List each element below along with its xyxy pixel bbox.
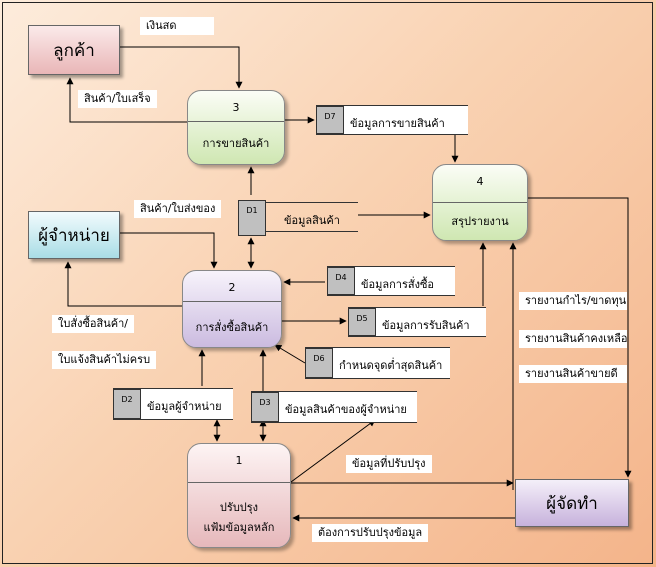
process-1[interactable]: 1 ปรับปรุง แฟ้มข้อมูลหลัก: [187, 443, 291, 548]
process-4-number: 4: [476, 175, 484, 188]
store-d1[interactable]: D1 ข้อมูลสินค้า: [238, 200, 358, 236]
process-3[interactable]: 3 การขายสินค้า: [187, 90, 285, 165]
label-goods-delivery: สินค้า/ใบส่งของ: [134, 200, 222, 218]
entity-supplier[interactable]: ผู้จำหน่าย: [28, 211, 120, 259]
process-2-name: การสั่งซื้อสินค้า: [195, 321, 269, 334]
process-4-divider: [433, 202, 527, 203]
entity-supplier-label: ผู้จำหน่าย: [38, 225, 110, 246]
label-order-line2: ใบแจ้งสินค้าไม่ครบ: [52, 351, 157, 369]
entity-producer[interactable]: ผู้จัดทำ: [515, 479, 629, 527]
store-d5[interactable]: D5 ข้อมูลการรับสินค้า: [348, 307, 486, 337]
store-d7-id: D7: [316, 106, 344, 134]
flow-cash: [120, 46, 243, 89]
store-d2[interactable]: D2 ข้อมูลผู้จำหน่าย: [113, 388, 233, 420]
label-report-profit: รายงานกำไร/ขาดทุน: [519, 292, 627, 310]
store-d7[interactable]: D7 ข้อมูลการขายสินค้า: [316, 105, 468, 135]
process-3-name: การขายสินค้า: [202, 137, 270, 150]
store-d6[interactable]: D6 กำหนดจุดต่ำสุดสินค้า: [305, 347, 450, 379]
flow-reports: [528, 197, 632, 478]
label-update-request: ต้องการปรับปรุงข้อมูล: [312, 524, 429, 542]
store-d5-label: ข้อมูลการรับสินค้า: [382, 319, 470, 332]
store-d1-id: D1: [238, 200, 266, 236]
process-1-name: ปรับปรุง แฟ้มข้อมูลหลัก: [188, 498, 290, 538]
process-2[interactable]: 2 การสั่งซื้อสินค้า: [182, 270, 282, 348]
store-d3[interactable]: D3 ข้อมูลสินค้าของผู้จำหน่าย: [251, 391, 417, 423]
process-1-name-line1: ปรับปรุง: [219, 501, 259, 514]
store-d6-label: กำหนดจุดต่ำสุดสินค้า: [339, 359, 443, 372]
store-d2-id: D2: [113, 389, 141, 419]
store-d5-id: D5: [348, 308, 376, 336]
store-d1-label: ข้อมูลสินค้า: [284, 214, 340, 227]
store-d7-label: ข้อมูลการขายสินค้า: [350, 117, 445, 130]
label-updated-data: ข้อมูลที่ปรับปรุง: [346, 455, 432, 473]
process-3-divider: [188, 121, 284, 122]
store-d2-label: ข้อมูลผู้จำหน่าย: [147, 400, 222, 413]
label-report-bestseller: รายงานสินค้าขายดี: [519, 365, 627, 383]
store-d4[interactable]: D4 ข้อมูลการสั่งซื้อ: [327, 266, 455, 296]
process-1-name-line2: แฟ้มข้อมูลหลัก: [203, 521, 275, 534]
flow-p1-d3: [290, 419, 376, 483]
entity-customer[interactable]: ลูกค้า: [28, 25, 120, 75]
process-4[interactable]: 4 สรุปรายงาน: [432, 164, 528, 241]
flow-d6-p2: [274, 344, 306, 364]
process-1-number: 1: [235, 454, 243, 467]
flow-goods-receipt: [66, 77, 187, 123]
label-report-stock: รายงานสินค้าคงเหลือ: [519, 330, 627, 348]
flow-goods-delivery: [120, 232, 218, 269]
entity-producer-label: ผู้จัดทำ: [546, 493, 598, 514]
store-d6-id: D6: [305, 348, 333, 378]
process-2-divider: [183, 301, 281, 302]
store-d4-label: ข้อมูลการสั่งซื้อ: [361, 278, 435, 291]
store-d4-id: D4: [327, 267, 355, 295]
label-order-line1: ใบสั่งซื้อสินค้า/: [52, 315, 134, 333]
process-2-number: 2: [228, 281, 236, 294]
process-1-divider: [188, 482, 290, 483]
entity-customer-label: ลูกค้า: [53, 40, 95, 61]
process-3-number: 3: [232, 101, 240, 114]
label-goods-receipt: สินค้า/ใบเสร็จ: [78, 90, 157, 108]
process-4-name: สรุปรายงาน: [451, 215, 509, 228]
store-d3-id: D3: [251, 392, 279, 422]
store-d3-label: ข้อมูลสินค้าของผู้จำหน่าย: [285, 403, 407, 416]
label-cash: เงินสด: [140, 17, 214, 35]
